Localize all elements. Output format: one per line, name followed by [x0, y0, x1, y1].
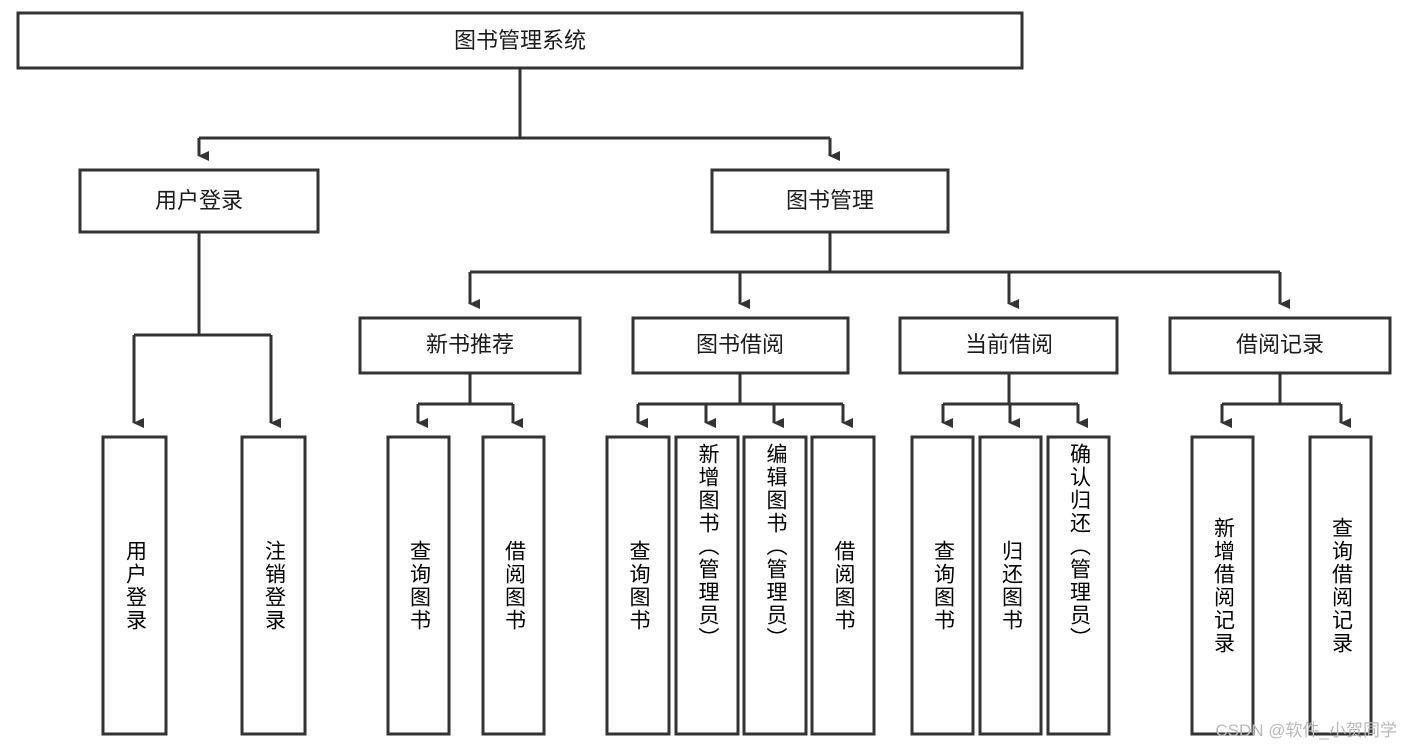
connector-userlogin-to-leaves — [132, 232, 281, 428]
connector-borrowrecord-to-leaves — [1220, 373, 1351, 428]
connector-bookborrow-to-leaves — [636, 373, 853, 428]
node-leaf-return-book[interactable]: 归还图书 — [978, 435, 1043, 736]
node-user-login[interactable]: 用户登录 — [78, 168, 320, 234]
node-leaf-query-record[interactable]: 查询借阅记录 — [1308, 435, 1373, 736]
node-leaf-query-book-1-label: 查询图书 — [407, 539, 431, 632]
node-book-borrow-label: 图书借阅 — [696, 332, 784, 357]
node-leaf-query-record-label: 查询借阅记录 — [1329, 516, 1353, 655]
node-leaf-query-book-2[interactable]: 查询图书 — [605, 435, 671, 736]
node-leaf-user-login-label: 用户登录 — [123, 539, 147, 632]
connector-currentborrow-to-leaves — [941, 373, 1088, 428]
node-new-book-recommend[interactable]: 新书推荐 — [358, 316, 582, 375]
node-leaf-borrow-book-2[interactable]: 借阅图书 — [810, 435, 876, 736]
node-book-management[interactable]: 图书管理 — [710, 168, 950, 234]
node-leaf-add-record[interactable]: 新增借阅记录 — [1190, 435, 1255, 736]
node-leaf-return-book-label: 归还图书 — [999, 539, 1023, 632]
node-leaf-confirm-return-label: 确认归还（管理员） — [1067, 443, 1091, 650]
node-new-book-recommend-label: 新书推荐 — [426, 332, 514, 357]
node-leaf-borrow-book-2-label: 借阅图书 — [832, 539, 855, 632]
node-current-borrow-label: 当前借阅 — [965, 332, 1053, 357]
connector-bookmanagement-to-level3 — [468, 232, 1290, 309]
node-leaf-add-record-label: 新增借阅记录 — [1211, 516, 1235, 655]
node-leaf-add-book[interactable]: 新增图书（管理员） — [674, 435, 740, 736]
node-leaf-edit-book-label: 编辑图书（管理员） — [764, 443, 787, 650]
node-leaf-query-book-2-label: 查询图书 — [627, 539, 650, 632]
node-current-borrow[interactable]: 当前借阅 — [898, 316, 1119, 375]
node-borrow-record-label: 借阅记录 — [1236, 332, 1324, 357]
node-user-login-label: 用户登录 — [155, 188, 243, 213]
node-leaf-query-book-3-label: 查询图书 — [931, 539, 955, 632]
node-leaf-borrow-book-1[interactable]: 借阅图书 — [481, 435, 546, 736]
node-leaf-edit-book[interactable]: 编辑图书（管理员） — [742, 435, 808, 736]
node-leaf-user-login[interactable]: 用户登录 — [101, 435, 168, 736]
node-leaf-user-logout[interactable]: 注销登录 — [240, 435, 307, 736]
connector-root-to-level2 — [197, 68, 840, 161]
node-root-label: 图书管理系统 — [454, 28, 586, 53]
node-leaf-add-book-label: 新增图书（管理员） — [696, 443, 719, 650]
node-leaf-user-logout-label: 注销登录 — [262, 539, 286, 632]
node-book-borrow[interactable]: 图书借阅 — [631, 316, 850, 375]
node-leaf-query-book-1[interactable]: 查询图书 — [386, 435, 451, 736]
node-leaf-borrow-book-1-label: 借阅图书 — [502, 539, 526, 632]
node-leaf-confirm-return[interactable]: 确认归还（管理员） — [1046, 435, 1111, 736]
node-root[interactable]: 图书管理系统 — [16, 11, 1024, 70]
node-leaf-query-book-3[interactable]: 查询图书 — [910, 435, 975, 736]
node-book-management-label: 图书管理 — [786, 188, 874, 213]
node-borrow-record[interactable]: 借阅记录 — [1168, 316, 1392, 375]
connector-newbook-to-leaves — [416, 373, 523, 428]
